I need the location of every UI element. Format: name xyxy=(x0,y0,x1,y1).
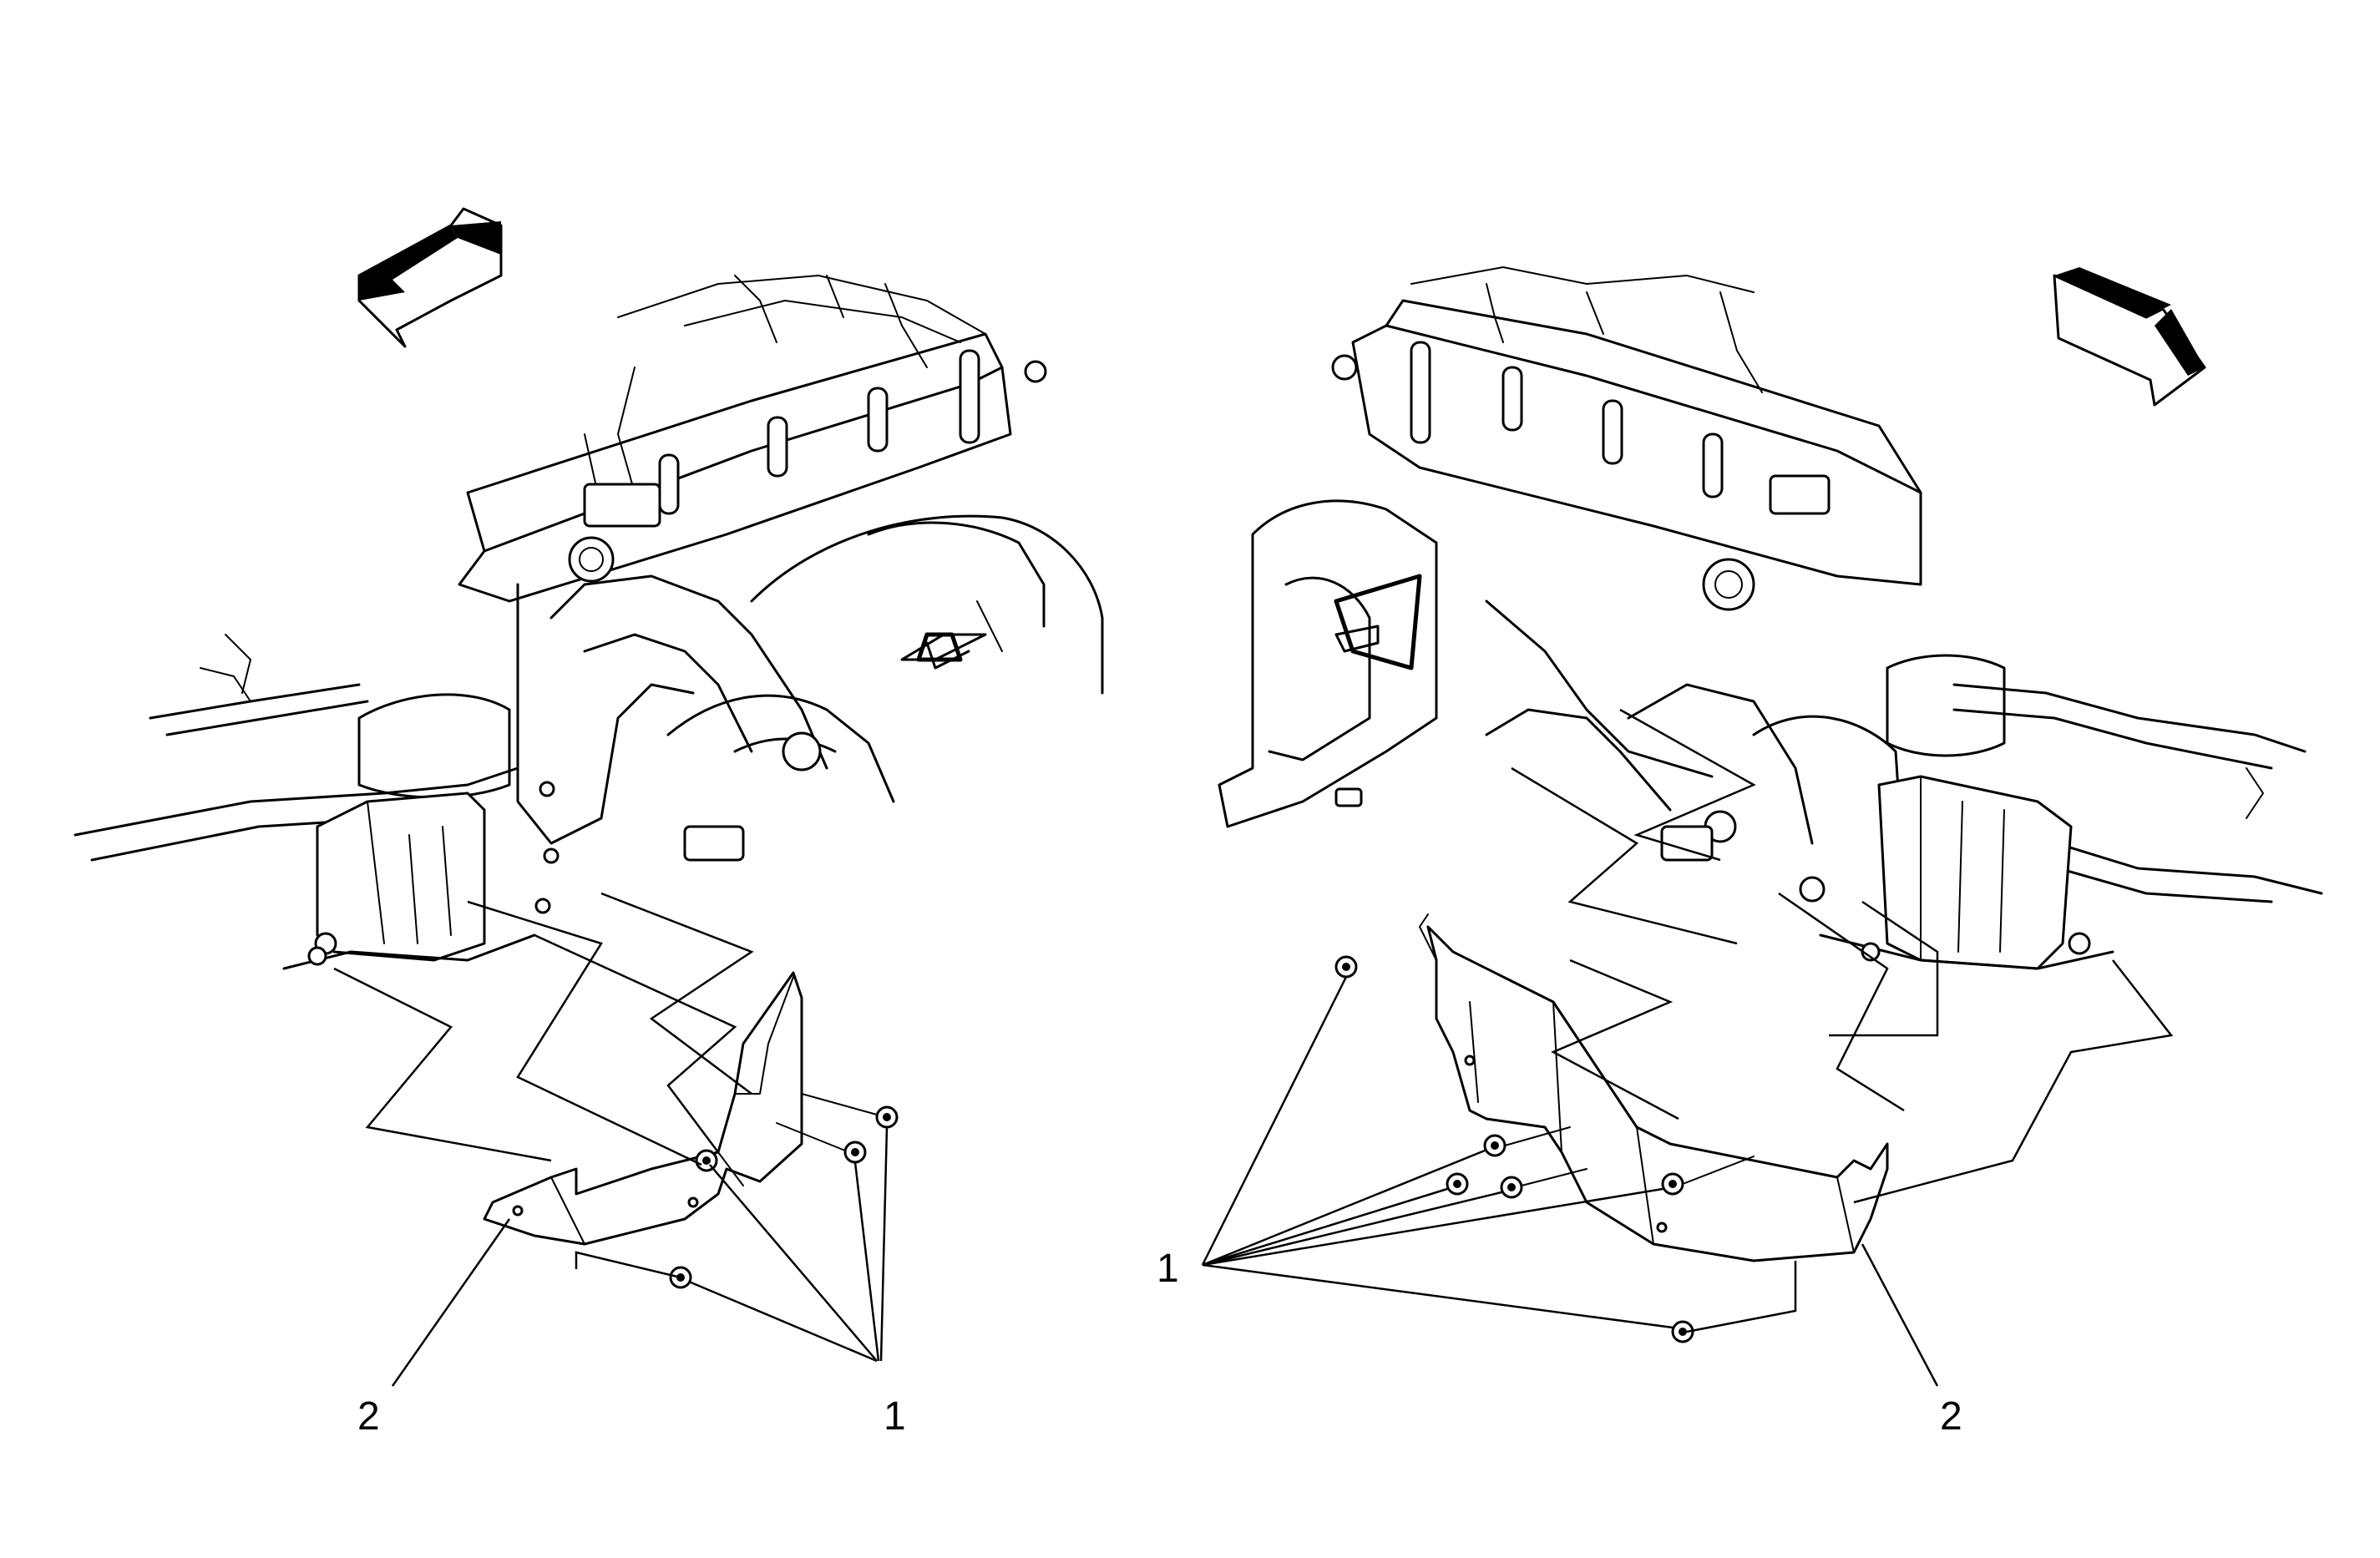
bolt-icon xyxy=(1483,1134,1506,1157)
callout-label-panel: 2 xyxy=(357,1394,380,1439)
left-view: 2 1 xyxy=(73,207,1104,1439)
callout-label-panel: 2 xyxy=(1940,1394,1962,1439)
bolt-icon xyxy=(843,1141,867,1164)
left-explode-lines xyxy=(333,892,889,1387)
bolt-icon xyxy=(875,1105,899,1129)
right-splash-shield xyxy=(1419,913,1889,1262)
bolt-icon xyxy=(1661,1172,1684,1196)
bolt-icon xyxy=(1446,1172,1469,1196)
callout-label-fastener: 1 xyxy=(1157,1247,1179,1291)
callout-label-fastener: 1 xyxy=(884,1394,906,1439)
bolt-icon xyxy=(1500,1176,1523,1199)
forward-direction-arrow-right xyxy=(2053,267,2206,407)
left-body-structure xyxy=(73,275,1104,970)
forward-direction-arrow-left xyxy=(357,207,503,348)
right-explode-lines xyxy=(1201,708,2174,1387)
right-view: 1 2 xyxy=(1157,266,2323,1439)
bolt-icon xyxy=(1334,955,1358,979)
left-splash-shield xyxy=(483,971,803,1246)
right-body-structure xyxy=(1218,266,2323,970)
bolt-icon xyxy=(1671,1320,1694,1343)
